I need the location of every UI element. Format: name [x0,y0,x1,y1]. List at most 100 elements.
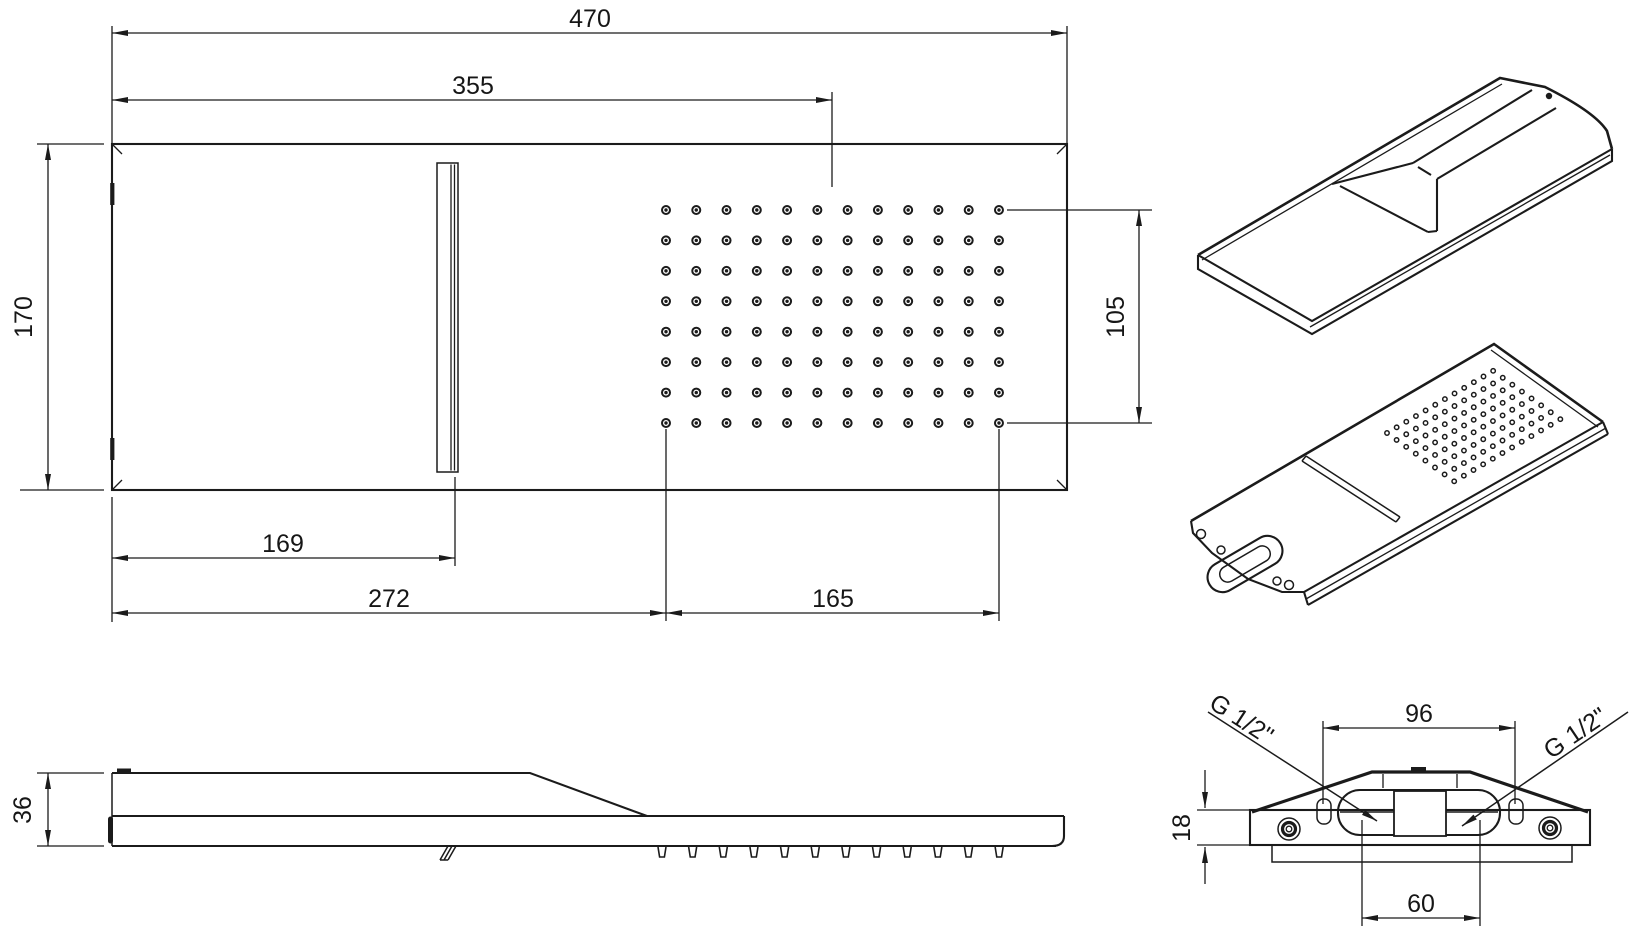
nozzle [933,418,944,429]
dim-inlet-width: 60 [1361,820,1481,926]
nozzle-center [997,238,1001,243]
plate-outline [110,142,1069,492]
nozzle [993,357,1004,368]
iso-nozzle-dot [1432,426,1439,433]
iso-bottom-endcap-edge [1189,520,1310,606]
nozzle-center [815,421,820,425]
nozzle [691,418,702,429]
nozzle [782,296,793,307]
iso-nozzle-dot [1470,391,1477,398]
iso-nozzle-dot [1422,457,1429,464]
nozzle-center [815,299,820,303]
nozzle [963,326,974,337]
nozzle-center [755,390,759,395]
iso-nozzle-dot [1441,408,1448,415]
nozzle-center [755,360,759,364]
nozzle-center [755,269,759,273]
iso-nozzle-dot [1480,411,1487,418]
nozzle [691,205,702,215]
nozzle-tick [749,846,759,858]
nozzle-center [997,360,1001,364]
nozzle [993,326,1004,337]
side-view: 36 [9,768,1066,861]
nozzle-center [724,208,729,212]
nozzle-center [694,299,698,303]
iso-nozzle-dot [1451,403,1458,409]
nozzle [872,296,883,307]
nozzle-center [785,208,789,212]
nozzle [903,418,914,429]
nozzle-center [664,269,668,273]
iso-nozzle-dot [1480,398,1487,405]
nozzle-center [724,330,729,334]
nozzle-center [845,238,850,243]
nozzle [963,387,974,398]
dim-overall-length: 470 [111,5,1068,144]
nozzle-center [724,390,729,395]
nozzle [963,418,974,429]
iso-nozzle-dot [1470,467,1477,473]
nozzle-center [785,390,789,395]
nozzle-center [755,299,759,303]
nozzle-center [876,390,880,395]
iso-nozzle-dot [1441,433,1448,440]
nozzle [661,387,671,398]
iso-top-thickness [1196,149,1614,336]
nozzle-center [997,421,1001,425]
iso-nozzle-dot [1432,401,1439,408]
nozzle [812,387,823,398]
iso-bottom-near-edge [1303,421,1604,593]
dim-36-label: 36 [9,796,37,824]
iso-nozzle-dot [1412,450,1419,457]
nozzle-center [906,299,910,303]
nozzle-center [694,330,698,334]
nozzle [903,357,914,368]
iso-top-view [1196,76,1614,336]
nozzle-center [755,238,759,243]
nozzle-center [936,208,941,212]
dim-272-label: 272 [368,585,410,613]
side-right-edge [1051,816,1066,848]
iso-nozzle-dot [1480,436,1487,443]
nozzle [933,205,944,215]
plan-view: 470 355 170 105 169 272 [10,5,1152,622]
nozzle [812,265,823,276]
iso-nozzle-dot [1509,394,1516,401]
nozzle-center [724,269,729,273]
iso-nozzle-dot [1412,438,1419,445]
iso-nozzle-dot [1461,409,1468,416]
section-port-right [1508,798,1524,825]
dim-height: 36 [9,772,104,847]
nozzle [812,357,823,368]
iso-nozzle-dot [1441,446,1448,453]
nozzle [872,357,883,368]
nozzle-center [967,421,971,425]
nozzle-center [967,238,971,243]
nozzle-center [845,208,850,212]
nozzle [782,205,793,215]
iso-nozzle-dot [1403,443,1410,450]
nozzle [993,387,1004,398]
nozzle [751,418,762,429]
iso-nozzle-dot [1499,437,1506,444]
iso-nozzle-dot [1470,454,1477,461]
iso-nozzle-dot [1432,464,1438,471]
thread-right-label: G 1/2" [1539,702,1613,764]
nozzle [812,296,823,307]
iso-nozzle-dot [1509,444,1516,451]
nozzle-center [876,330,880,334]
nozzle [963,357,974,368]
corner-ticks [111,143,1068,491]
nozzle-tick [963,846,974,858]
nozzle [842,296,853,307]
nozzle-center [664,299,668,303]
nozzle [842,326,853,337]
iso-nozzle-dot [1538,402,1545,409]
nozzle [751,357,762,368]
nozzle [903,326,914,337]
iso-nozzle-dot [1480,386,1487,392]
nozzle [751,265,762,276]
nozzle [812,235,823,246]
iso-nozzle-dot [1451,453,1458,460]
iso-nozzle-dot [1518,401,1525,408]
